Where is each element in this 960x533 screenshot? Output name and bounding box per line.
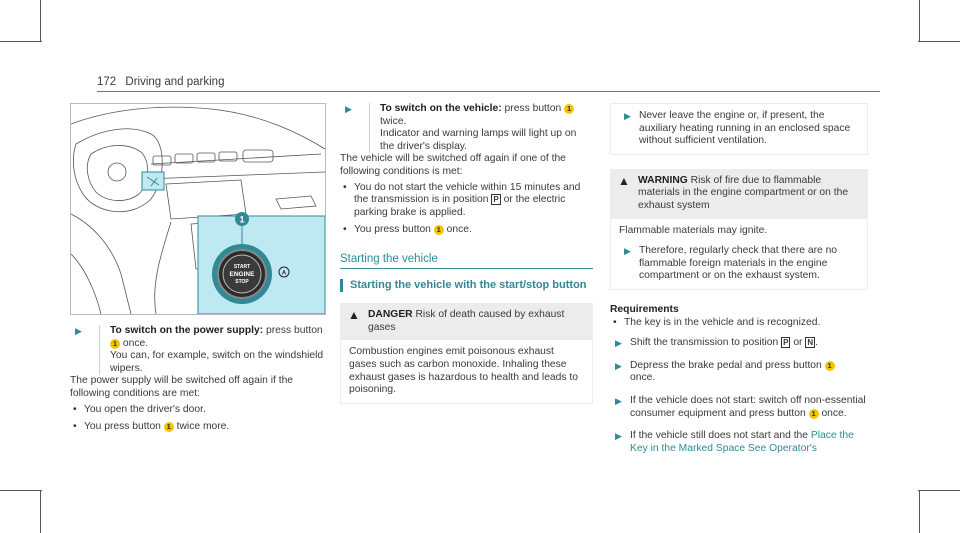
arrow-icon: ▶: [615, 360, 622, 371]
crop-mark: [0, 490, 42, 491]
position-n-symbol: N: [805, 337, 816, 349]
crop-mark: [40, 490, 41, 533]
column-right: ▶ Never leave the engine or, if present,…: [610, 103, 868, 455]
arrow-icon: ▶: [615, 338, 622, 349]
step-text: press button: [501, 103, 565, 114]
crop-mark: [918, 41, 960, 42]
step-text: press button: [263, 325, 323, 336]
warning-heading: Risk of fire due to flammable materials …: [638, 174, 849, 211]
dashboard-drawing: 1 START ENGINE STOP A: [71, 106, 325, 314]
step-non-essential: ▶ If the vehicle does not start: switch …: [615, 394, 866, 419]
column-middle: ▶ To switch on the vehicle: press button…: [340, 103, 593, 404]
step-switch-on-vehicle: ▶ To switch on the vehicle: press button…: [340, 103, 593, 154]
step-note: Indicator and warning lamps will light u…: [380, 128, 577, 152]
list-item: You press button 1 once.: [340, 224, 593, 237]
section-title: Starting the vehicle: [340, 253, 593, 269]
arrow-icon: ▶: [624, 111, 631, 121]
step-text: Therefore, regularly check that there ar…: [639, 245, 838, 282]
bullet-list: You do not start the vehicle within 15 m…: [340, 182, 593, 237]
dashboard-illustration: 1 START ENGINE STOP A: [70, 103, 326, 315]
arrow-icon: ▶: [345, 104, 352, 114]
requirements-list: The key is in the vehicle and is recogni…: [610, 317, 868, 330]
step-tail: twice.: [380, 115, 407, 127]
page-header: 172 Driving and parking: [97, 76, 224, 88]
section-name: Driving and parking: [125, 76, 225, 88]
arrow-icon: ▶: [615, 395, 622, 406]
figure-callout-1: 1: [239, 215, 244, 225]
danger-body: Combustion engines emit poisonous exhaus…: [340, 340, 593, 404]
danger-header: ▲ DANGER Risk of death caused by exhaust…: [340, 303, 593, 341]
step-tail: once.: [120, 337, 149, 349]
button-1-badge: 1: [808, 408, 819, 419]
crop-mark: [40, 0, 41, 42]
operator-manual-link[interactable]: Place the Key in the Marked Space See Op…: [630, 430, 854, 454]
step-text: Never leave the engine or, if present, t…: [639, 110, 851, 147]
warning-body: Flammable materials may ignite. ▶ Theref…: [610, 218, 868, 290]
step-shift: ▶ Shift the transmission to position P o…: [615, 337, 818, 349]
column-left: 1 START ENGINE STOP A ▶ To switch on the…: [70, 103, 326, 439]
arrow-icon: ▶: [624, 246, 631, 257]
warning-label: WARNING: [638, 174, 688, 186]
subsection-title: Starting the vehicle with the start/stop…: [340, 278, 593, 292]
engine-label: ENGINE: [230, 271, 256, 278]
position-p-symbol: P: [781, 337, 791, 349]
crop-mark: [919, 490, 920, 533]
step-check: ▶ Therefore, regularly check that there …: [619, 245, 859, 283]
crop-mark: [0, 41, 42, 42]
header-rule: [97, 91, 880, 92]
svg-text:A: A: [282, 271, 287, 277]
warning-triangle-icon: ▲: [348, 308, 360, 323]
requirements-title: Requirements: [610, 303, 679, 315]
page-number: 172: [97, 76, 117, 88]
position-p-symbol: P: [491, 194, 501, 206]
bullet-list: You open the driver's door. You press bu…: [70, 404, 324, 434]
start-label: START: [234, 264, 250, 270]
list-item: You do not start the vehicle within 15 m…: [340, 182, 593, 220]
button-1-badge: 1: [433, 225, 444, 236]
danger-heading: Risk of death caused by exhaust gases: [368, 309, 565, 333]
list-item: You press button 1 twice more.: [70, 421, 324, 434]
warning-box: ▲ WARNING Risk of fire due to flammable …: [610, 168, 868, 290]
list-item: The key is in the vehicle and is recogni…: [610, 317, 868, 330]
button-1-badge: 1: [110, 338, 120, 349]
step-brake: ▶ Depress the brake pedal and press butt…: [610, 360, 868, 385]
danger-label: DANGER: [368, 309, 413, 321]
ventilation-box: ▶ Never leave the engine or, if present,…: [610, 103, 868, 155]
button-1-badge: 1: [564, 104, 575, 114]
warning-triangle-icon: ▲: [618, 173, 630, 188]
warning-text: Flammable materials may ignite.: [619, 224, 768, 236]
step-note: You can, for example, switch on the wind…: [110, 350, 324, 374]
paragraph: The power supply will be switched off ag…: [70, 375, 294, 399]
stop-label: STOP: [235, 279, 249, 285]
step-still-not-start: ▶ If the vehicle still does not start an…: [615, 430, 854, 454]
step-power-supply: ▶ To switch on the power supply: press b…: [70, 325, 324, 376]
step-lead: To switch on the vehicle:: [380, 103, 502, 114]
list-item: You open the driver's door.: [70, 404, 324, 417]
arrow-icon: ▶: [75, 326, 82, 336]
danger-box: ▲ DANGER Risk of death caused by exhaust…: [340, 303, 593, 404]
arrow-icon: ▶: [615, 431, 622, 442]
step-ventilation: ▶ Never leave the engine or, if present,…: [619, 110, 859, 148]
button-1-badge: 1: [824, 360, 835, 371]
paragraph: The vehicle will be switched off again i…: [340, 153, 566, 177]
crop-mark: [919, 0, 920, 42]
crop-mark: [918, 490, 960, 491]
step-lead: To switch on the power supply:: [110, 325, 264, 336]
button-1-badge: 1: [163, 422, 174, 433]
warning-header: ▲ WARNING Risk of fire due to flammable …: [610, 168, 868, 219]
